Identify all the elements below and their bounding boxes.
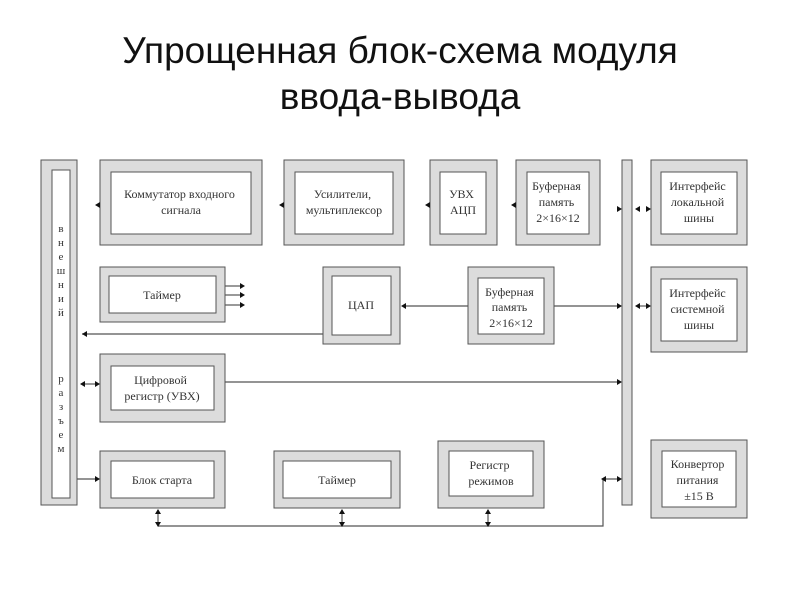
block-dac-label: ЦАП: [348, 298, 374, 312]
connector-word-1-letter: ш: [57, 265, 66, 277]
timer-output-arrow-1: [240, 283, 245, 289]
connector-word-1-letter: е: [59, 251, 64, 263]
block-power-converter-label: Конвертор питания ±15 В: [671, 457, 728, 503]
connector-word-2-letter: з: [59, 401, 63, 413]
arrow-bus-local-right: [646, 206, 651, 212]
connector-word-2-letter: р: [58, 373, 64, 385]
block-sample-hold-adc-label: УВХ АЦП: [449, 187, 477, 217]
block-dac: ЦАП: [322, 266, 401, 345]
arrow-into-adc: [425, 202, 430, 208]
connections: [77, 202, 651, 527]
block-input-switch-label: Коммутатор входного сигнала: [124, 187, 238, 217]
block-timer-bottom-label: Таймер: [318, 473, 356, 487]
block-timer-top-label: Таймер: [143, 288, 181, 302]
arrow-buffer-to-bus: [617, 206, 622, 212]
connector-word-1-letter: й: [58, 307, 64, 319]
block-system-bus-interface: Интерфейс системной шины: [650, 266, 748, 353]
connector-word-1-letter: и: [58, 293, 64, 305]
title-line-1: Упрощенная блок-схема модуля: [122, 30, 678, 71]
block-start-label: Блок старта: [132, 473, 193, 487]
block-buffer-memory-in: Буферная память 2×16×12: [515, 159, 601, 246]
block-start: Блок старта: [99, 450, 226, 509]
block-local-bus-interface: Интерфейс локальной шины: [650, 159, 748, 246]
block-power-converter: Конвертор питания ±15 В: [650, 439, 748, 519]
connector-word-2-letter: а: [59, 387, 64, 399]
block-local-bus-interface-label: Интерфейс локальной шины: [669, 179, 729, 225]
timer-output-arrow-3: [240, 302, 245, 308]
arrow-bus-local-left: [635, 206, 640, 212]
diagram-title: Упрощенная блок-схема модуля ввода-вывод…: [0, 28, 800, 120]
block-system-bus-interface-label: Интерфейс системной шины: [669, 286, 729, 332]
block-mode-register-label: Регистр режимов: [468, 458, 514, 488]
block-amplifiers-multiplexer: Усилители, мультиплексор: [283, 159, 405, 246]
connector-word-2-letter: ъ: [58, 415, 64, 427]
block-input-switch: Коммутатор входного сигнала: [99, 159, 263, 246]
block-buffer-memory-in-label: Буферная память 2×16×12: [532, 179, 584, 225]
internal-bus: [621, 159, 633, 506]
connector-word-1-letter: н: [58, 237, 64, 249]
block-buffer-memory-out-label: Буферная память 2×16×12: [485, 285, 537, 330]
block-digital-register: Цифровой регистр (УВХ): [99, 353, 226, 423]
arrow-into-buffer-in: [511, 202, 516, 208]
bottom-control-bus: [158, 478, 617, 527]
connector-word-2-letter: е: [59, 429, 64, 441]
arrow-bus-system-right: [646, 303, 651, 309]
connector-word-1-letter: н: [58, 279, 64, 291]
block-buffer-memory-out: Буферная память 2×16×12: [467, 266, 555, 345]
arrow-into-amplifiers: [279, 202, 284, 208]
block-timer-top: Таймер: [99, 266, 226, 323]
timer-output-arrow-2: [240, 292, 245, 298]
block-digital-register-label: Цифровой регистр (УВХ): [124, 373, 199, 403]
block-amplifiers-label: Усилители, мультиплексор: [306, 187, 382, 217]
connector-word-1-letter: в: [58, 223, 63, 235]
block-sample-hold-adc: УВХ АЦП: [429, 159, 498, 246]
arrow-bus-system-left: [635, 303, 640, 309]
block-timer-bottom: Таймер: [273, 450, 401, 509]
connector-word-2-letter: м: [58, 443, 65, 455]
title-line-2: ввода-вывода: [279, 76, 521, 117]
arrow-into-input-switch: [95, 202, 100, 208]
block-mode-register: Регистр режимов: [437, 440, 545, 509]
